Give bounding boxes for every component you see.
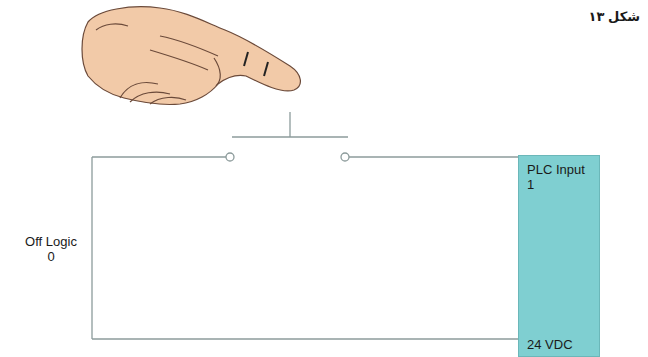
wire [92,156,226,157]
figure-number: شکل ۱۳ [584,9,640,24]
input-label: PLC Input 1 [527,162,585,192]
pointing-hand [82,7,300,105]
switch-plunger [289,112,290,137]
plc-module: PLC Input 1 24 VDC [518,155,600,357]
state-label: Off Logic 0 [22,234,80,264]
switch-contact [341,153,349,161]
wire [92,338,518,339]
wire [91,157,92,339]
supply-label: 24 VDC [527,337,573,352]
switch-contact [226,153,234,161]
wire [349,156,518,157]
